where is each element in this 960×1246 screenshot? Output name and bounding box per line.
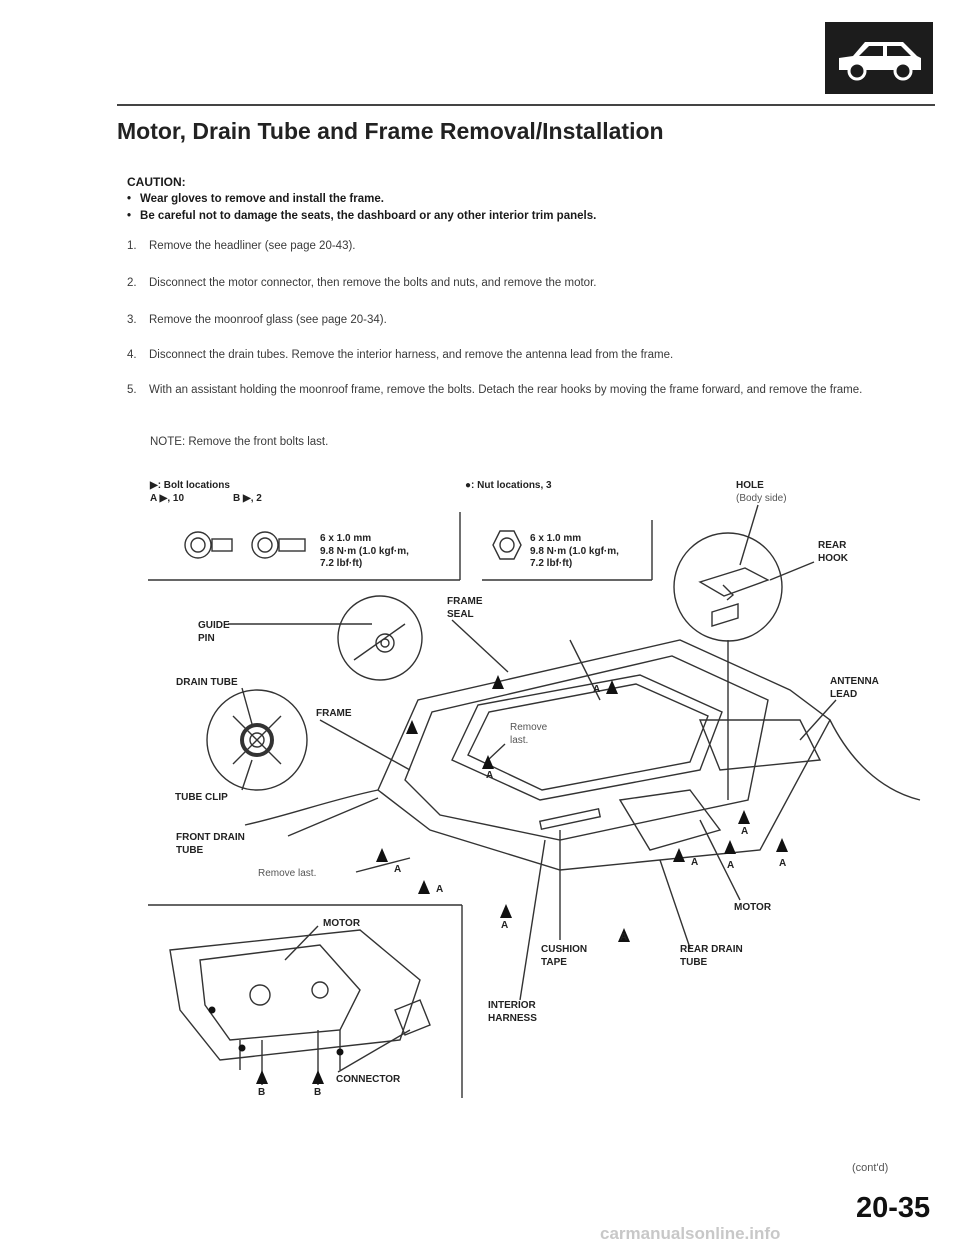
bolt-marker-b: B bbox=[258, 1087, 266, 1098]
header-rule bbox=[117, 104, 935, 106]
remove-last-left-label: Remove last. bbox=[258, 868, 317, 879]
rear-hook-label: REAR HOOK bbox=[818, 540, 848, 565]
step-number: 4. bbox=[127, 349, 137, 361]
bolt-torque-spec: 6 x 1.0 mm 9.8 N·m (1.0 kgf·m, 7.2 lbf·f… bbox=[320, 533, 409, 571]
bolt-marker-a: A bbox=[620, 932, 628, 943]
step-number: 5. bbox=[127, 384, 137, 396]
label-line: HOOK bbox=[818, 552, 848, 564]
nut-legend-title: ●: Nut locations, 3 bbox=[465, 480, 552, 491]
spec-line: 9.8 N·m (1.0 kgf·m, bbox=[320, 545, 409, 557]
watermark: carmanualsonline.info bbox=[600, 1224, 781, 1243]
tube-clip-label: TUBE CLIP bbox=[175, 792, 228, 803]
label-line: INTERIOR bbox=[488, 1000, 536, 1011]
bolt-marker-a: A bbox=[486, 770, 494, 781]
bolt-marker-a: A bbox=[436, 884, 444, 895]
bolt-marker-a: A bbox=[741, 826, 749, 837]
motor-inset-label: MOTOR bbox=[323, 918, 361, 929]
interior-harness-label: INTERIOR HARNESS bbox=[488, 1000, 537, 1025]
label-line: ANTENNA bbox=[830, 676, 879, 687]
page-title: Motor, Drain Tube and Frame Removal/Inst… bbox=[117, 118, 664, 144]
bolt-marker-a: A bbox=[779, 858, 787, 869]
step-text: Disconnect the motor connector, then rem… bbox=[149, 277, 597, 289]
front-drain-tube-label: FRONT DRAIN TUBE bbox=[176, 832, 245, 857]
bolt-marker-a: A bbox=[727, 860, 735, 871]
label-line: HARNESS bbox=[488, 1012, 537, 1024]
step-text: Remove the moonroof glass (see page 20-3… bbox=[149, 314, 387, 326]
continued-label: (cont'd) bbox=[852, 1162, 889, 1174]
car-body-icon bbox=[825, 22, 933, 94]
cushion-tape-label: CUSHION TAPE bbox=[541, 944, 587, 969]
spec-line: 9.8 N·m (1.0 kgf·m, bbox=[530, 545, 619, 557]
bolt-legend-title: ▶: Bolt locations bbox=[150, 480, 230, 491]
step-text: With an assistant holding the moonroof f… bbox=[149, 384, 863, 396]
bolt-marker-a: A bbox=[691, 857, 699, 868]
label-line: SEAL bbox=[447, 608, 474, 620]
label-line: FRONT DRAIN bbox=[176, 832, 245, 843]
spec-line: 6 x 1.0 mm bbox=[530, 533, 582, 544]
frame-seal-label: FRAME SEAL bbox=[447, 596, 483, 621]
spec-line: 6 x 1.0 mm bbox=[320, 533, 372, 544]
step-item: 2. Disconnect the motor connector, then r… bbox=[127, 275, 917, 293]
step-item: 5. With an assistant holding the moonroof… bbox=[127, 382, 917, 400]
step-number: 1. bbox=[127, 240, 137, 252]
bolt-legend-b: B ▶, 2 bbox=[233, 493, 262, 504]
bolt-marker-a: A bbox=[394, 864, 402, 875]
remove-last-center-label: Remove last. bbox=[510, 722, 547, 747]
label-line: LEAD bbox=[830, 688, 858, 700]
label-line: REAR bbox=[818, 540, 847, 551]
flange-bolt-icon bbox=[251, 531, 306, 559]
bolt-marker-a: A bbox=[501, 920, 509, 931]
label-line: TUBE bbox=[176, 844, 204, 856]
label-line: PIN bbox=[198, 632, 215, 644]
nut-icon bbox=[492, 530, 522, 560]
antenna-lead-label: ANTENNA LEAD bbox=[830, 676, 879, 701]
label-line: CUSHION bbox=[541, 944, 588, 955]
guide-pin-label: GUIDE PIN bbox=[198, 620, 230, 645]
step-text: Remove the headliner (see page 20-43). bbox=[149, 240, 356, 252]
bolt-marker-b: B bbox=[314, 1087, 322, 1098]
caution-item: Wear gloves to remove and install the fr… bbox=[127, 193, 384, 205]
bolt-legend-a: A ▶, 10 bbox=[150, 493, 184, 504]
connector-label: CONNECTOR bbox=[336, 1074, 401, 1085]
bolt-icon bbox=[184, 531, 233, 559]
page-number: 20-35 bbox=[856, 1192, 931, 1224]
spec-line: 7.2 lbf·ft) bbox=[320, 558, 363, 569]
label-line: Remove bbox=[510, 722, 548, 733]
note-text: NOTE: Remove the front bolts last. bbox=[150, 436, 329, 448]
label-line: TAPE bbox=[541, 956, 567, 968]
step-number: 3. bbox=[127, 314, 137, 326]
step-item: 3. Remove the moonroof glass (see page 20… bbox=[127, 312, 917, 330]
label-line: REAR DRAIN bbox=[680, 944, 743, 955]
hole-sub-label: (Body side) bbox=[736, 493, 787, 504]
hole-label: HOLE bbox=[736, 480, 764, 491]
bolt-marker-a: A bbox=[593, 684, 601, 695]
label-line: GUIDE bbox=[198, 620, 230, 631]
label-line: TUBE bbox=[680, 956, 708, 968]
label-line: last. bbox=[510, 734, 529, 746]
frame-label: FRAME bbox=[316, 708, 352, 719]
caution-item: Be careful not to damage the seats, the … bbox=[127, 210, 596, 222]
step-item: 1. Remove the headliner (see page 20-43). bbox=[127, 238, 917, 256]
step-number: 2. bbox=[127, 277, 137, 289]
label-line: FRAME bbox=[447, 596, 483, 607]
step-text: Disconnect the drain tubes. Remove the i… bbox=[149, 349, 674, 361]
step-item: 4. Disconnect the drain tubes. Remove the… bbox=[127, 347, 917, 365]
caution-label: CAUTION: bbox=[127, 175, 186, 189]
spec-line: 7.2 lbf·ft) bbox=[530, 558, 573, 569]
drain-tube-label: DRAIN TUBE bbox=[176, 677, 238, 688]
nut-torque-spec: 6 x 1.0 mm 9.8 N·m (1.0 kgf·m, 7.2 lbf·f… bbox=[530, 533, 619, 571]
motor-label: MOTOR bbox=[734, 902, 772, 913]
rear-drain-tube-label: REAR DRAIN TUBE bbox=[680, 944, 743, 969]
